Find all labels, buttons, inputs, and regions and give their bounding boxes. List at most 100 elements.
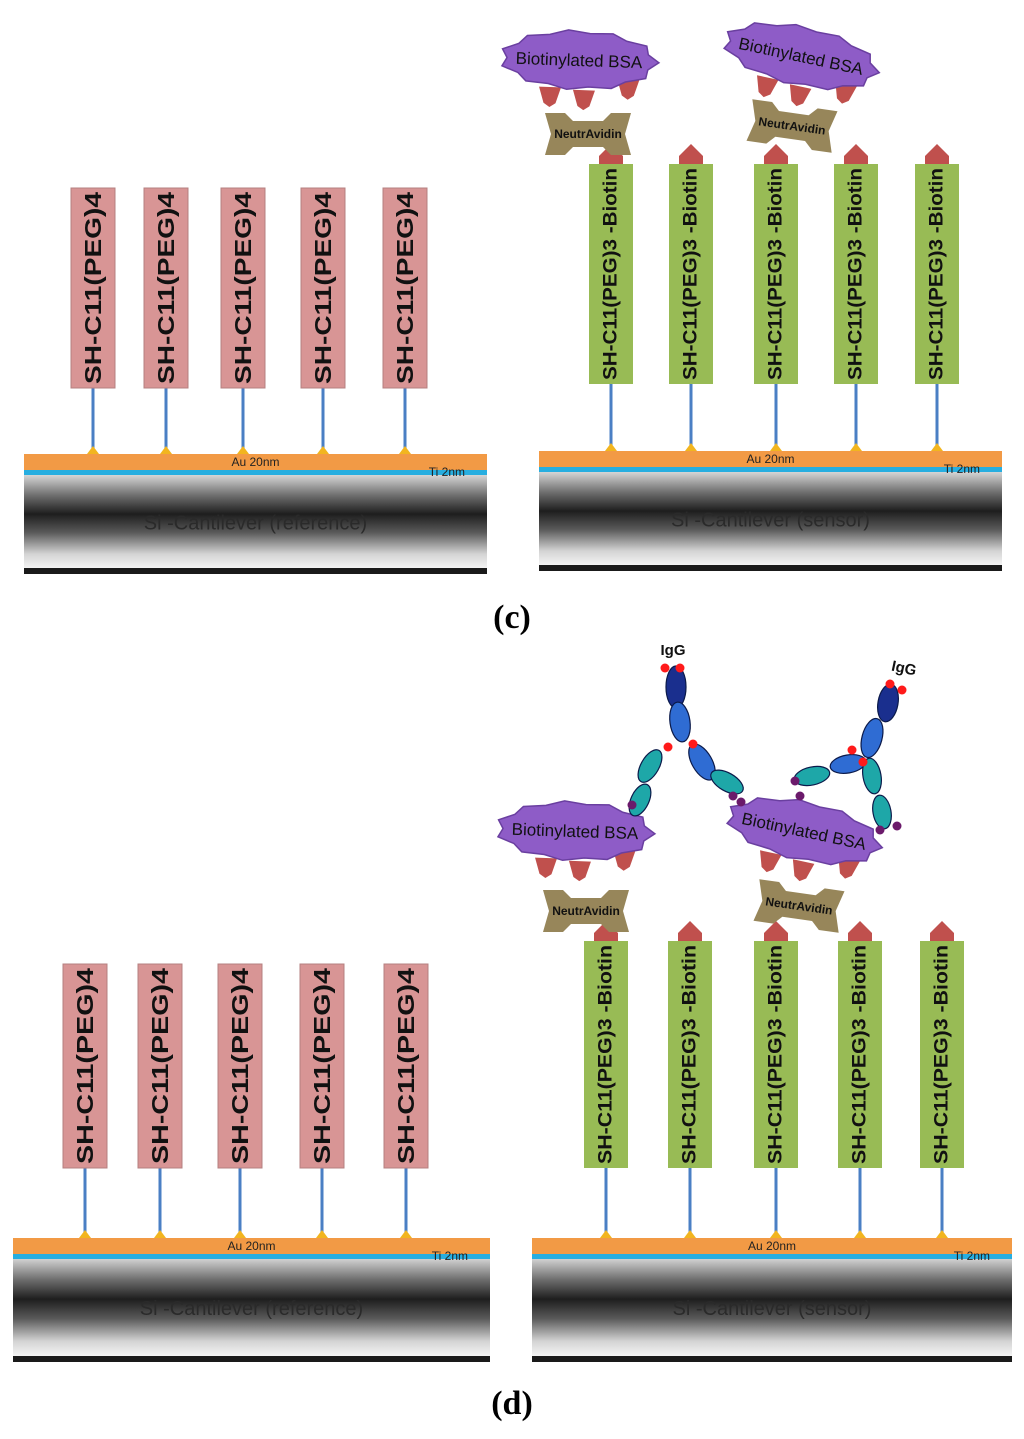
ti-layer-label: Ti 2nm — [944, 462, 980, 476]
igg-biotin-dot — [628, 801, 637, 810]
molecule-label: SH-C11(PEG)3 -Biotin — [596, 945, 617, 1164]
biotin-tip — [930, 921, 954, 941]
biotin-tip — [764, 921, 788, 941]
igg-heavy-chain — [633, 746, 667, 786]
biotin-molecule: SH-C11(PEG)3 -Biotin — [920, 921, 964, 1238]
bsa-biotin-tip — [789, 859, 815, 883]
ti-layer-label: Ti 2nm — [429, 465, 465, 479]
biotin-molecule: SH-C11(PEG)3 -Biotin — [915, 144, 959, 451]
igg-fab-tip — [875, 683, 901, 724]
igg-heavy-chain — [793, 763, 832, 788]
thiol-anchor — [936, 1230, 948, 1238]
au-layer-label: Au 20nm — [227, 1239, 275, 1253]
igg-biotin-dot — [893, 822, 902, 831]
molecule-label: SH-C11(PEG)3 -Biotin — [680, 945, 701, 1164]
biotin-molecule: SH-C11(PEG)3 -Biotin — [834, 144, 878, 451]
bsa-biotin-tip — [753, 75, 779, 99]
igg-binding-site — [664, 743, 673, 752]
igg-antibody: IgG — [625, 642, 747, 819]
ti-layer — [24, 470, 487, 475]
thiol-anchor — [770, 443, 782, 451]
molecule-label: SH-C11(PEG)4 — [153, 192, 179, 384]
bsa-biotin-tip — [786, 84, 812, 108]
molecule-label: SH-C11(PEG)4 — [310, 192, 336, 384]
peg-molecule: SH-C11(PEG)4 — [300, 964, 344, 1238]
igg-binding-site — [898, 686, 907, 695]
igg-fc-segment — [870, 794, 894, 831]
molecule-label: SH-C11(PEG)4 — [72, 968, 98, 1164]
igg-binding-site — [689, 740, 698, 749]
molecule-label: SH-C11(PEG)3 -Biotin — [850, 945, 871, 1164]
substrate-label: Si -Cantilever (reference) — [144, 513, 367, 535]
igg-binding-site — [676, 664, 685, 673]
peg-molecule: SH-C11(PEG)4 — [138, 964, 182, 1238]
neutravidin: NeutrAvidin — [753, 879, 844, 933]
peg-molecule: SH-C11(PEG)4 — [71, 188, 115, 454]
au-layer-label: Au 20nm — [748, 1239, 796, 1253]
neutravidin: NeutrAvidin — [545, 113, 631, 155]
peg-molecule: SH-C11(PEG)4 — [221, 188, 265, 454]
substrate-label: Si -Cantilever (sensor) — [671, 510, 870, 532]
molecule-label: SH-C11(PEG)3 -Biotin — [766, 168, 787, 380]
substrate-label: Si -Cantilever (sensor) — [673, 1298, 872, 1320]
biotin-tip — [679, 144, 703, 164]
panel-caption-c: (c) — [493, 599, 531, 636]
neutravidin: NeutrAvidin — [543, 890, 629, 932]
thiol-anchor — [600, 1230, 612, 1238]
thiol-anchor — [237, 446, 249, 454]
thiol-anchor — [234, 1230, 246, 1238]
igg-biotin-dot — [796, 792, 805, 801]
cantilever-base-edge — [532, 1356, 1012, 1362]
molecule-label: SH-C11(PEG)3 -Biotin — [932, 945, 953, 1164]
peg-molecule: SH-C11(PEG)4 — [301, 188, 345, 454]
thiol-anchor — [854, 1230, 866, 1238]
cantilever-base-edge — [24, 568, 487, 574]
igg-fab-tip — [666, 666, 686, 708]
biotin-molecule: SH-C11(PEG)3 -Biotin — [838, 921, 882, 1238]
neutravidin-label: NeutrAvidin — [554, 127, 622, 141]
thiol-anchor — [684, 1230, 696, 1238]
thiol-anchor — [160, 446, 172, 454]
igg-biotin-dot — [729, 792, 738, 801]
bsa-biotin-tip — [568, 861, 591, 882]
thiol-anchor — [399, 446, 411, 454]
panel-caption-d: (d) — [491, 1385, 533, 1422]
molecule-label: SH-C11(PEG)3 -Biotin — [681, 168, 702, 380]
thiol-anchor — [931, 443, 943, 451]
thiol-anchor — [685, 443, 697, 451]
bsa-biotin-tip — [572, 90, 595, 111]
thiol-anchor — [87, 446, 99, 454]
bsa-biotin-tip — [756, 850, 782, 874]
peg-molecule: SH-C11(PEG)4 — [144, 188, 188, 454]
molecule-label: SH-C11(PEG)3 -Biotin — [846, 168, 867, 380]
molecule-label: SH-C11(PEG)4 — [80, 192, 106, 384]
molecule-label: SH-C11(PEG)4 — [227, 968, 253, 1164]
cantilever-stack: Au 20nm Ti 2nm Si -Cantilever (sensor) — [539, 451, 1002, 571]
ti-layer — [532, 1254, 1012, 1259]
peg-molecule: SH-C11(PEG)4 — [63, 964, 107, 1238]
igg-label: IgG — [661, 642, 686, 659]
biotin-tip — [925, 144, 949, 164]
thiol-anchor — [79, 1230, 91, 1238]
igg-biotin-dot — [791, 777, 800, 786]
cantilever-base-edge — [539, 565, 1002, 571]
biotin-molecule: SH-C11(PEG)3 -Biotin — [754, 921, 798, 1238]
biotin-tip — [678, 921, 702, 941]
peg-molecule: SH-C11(PEG)4 — [218, 964, 262, 1238]
biotin-tip — [844, 144, 868, 164]
thiol-anchor — [770, 1230, 782, 1238]
thiol-anchor — [400, 1230, 412, 1238]
molecule-label: SH-C11(PEG)4 — [392, 192, 418, 384]
cantilever-base-edge — [13, 1356, 490, 1362]
au-layer-label: Au 20nm — [746, 452, 794, 466]
thiol-anchor — [605, 443, 617, 451]
biotin-molecule: SH-C11(PEG)3 -Biotin — [584, 921, 628, 1238]
